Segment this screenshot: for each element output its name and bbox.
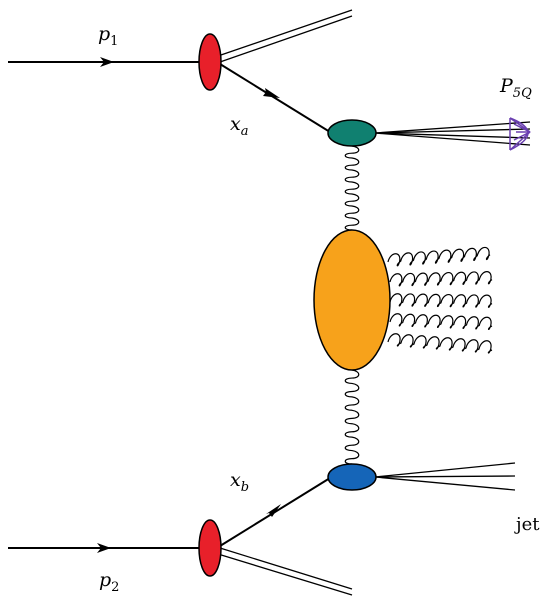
vertex-top-blob [327, 119, 377, 147]
proton1-blob [198, 33, 222, 91]
p5q-line-2 [374, 128, 531, 134]
proton2-remnant-lower [217, 553, 353, 596]
vertex-bottom-blob [327, 463, 377, 491]
proton1-remnant-upper [217, 9, 353, 57]
quark-a-line [219, 63, 331, 133]
proton2-blob [198, 519, 222, 577]
jet-line-2 [374, 475, 516, 478]
proton1-arrow-icon [100, 57, 114, 67]
p5q-line-3 [374, 132, 531, 139]
radiated-gluon [389, 293, 493, 308]
gluon-line [344, 369, 360, 465]
proton1-remnant-lower [219, 15, 353, 63]
radiated-gluon [387, 333, 493, 354]
central-blob [313, 229, 391, 371]
quark-a-arrow-icon [263, 88, 280, 98]
p5q-line-1 [374, 121, 531, 134]
jet-line-3 [374, 476, 516, 491]
gluon-exchange-bottom [344, 369, 360, 465]
gluon-line [344, 145, 360, 231]
label-p1: p1 [98, 23, 118, 49]
jet-line-1 [374, 462, 516, 478]
label-xa: xa [230, 113, 248, 139]
label-jet: jet [514, 514, 540, 535]
proton2-arrow-icon [97, 543, 111, 553]
gluon-exchange-top [344, 145, 360, 231]
proton2-remnant-upper [219, 547, 353, 590]
label-p5q: P5Q [499, 75, 532, 101]
radiated-gluons [387, 246, 493, 354]
p5q-line-4 [374, 132, 531, 146]
label-p2: p2 [99, 569, 119, 595]
quark-b-arrow-icon [266, 504, 281, 517]
label-xb: xb [230, 469, 249, 495]
pentaquark-cone-icon [509, 117, 531, 151]
radiated-gluon [387, 246, 491, 267]
radiated-gluon [389, 313, 493, 330]
radiated-gluon [389, 271, 493, 287]
